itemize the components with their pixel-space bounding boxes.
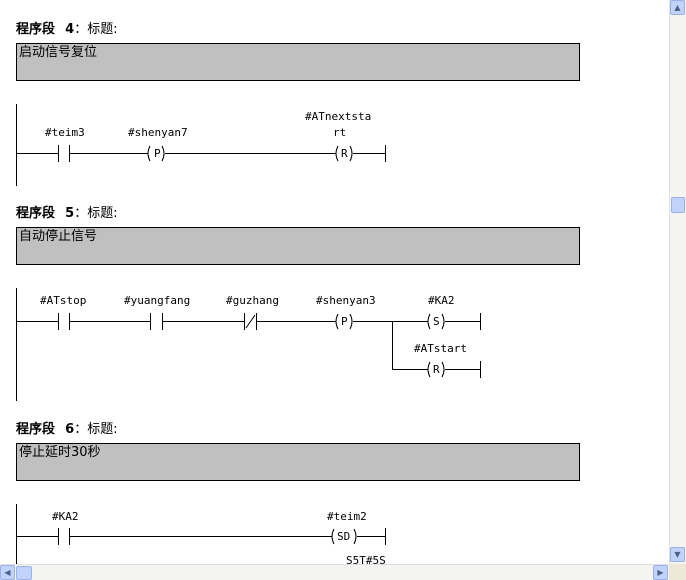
scroll-right-button[interactable]: ▶ (653, 565, 668, 580)
network-6-title[interactable]: 程序段 6：标题: (16, 422, 118, 437)
network-6-comment[interactable]: 停止延时30秒 (16, 443, 580, 481)
coil-p-left (147, 145, 151, 162)
coil-r-left (427, 361, 431, 378)
contact-guzhang-negation (245, 314, 256, 329)
horizontal-scrollbar[interactable]: ◀ ▶ (0, 564, 669, 580)
coil-shenyan3-label[interactable]: #shenyan3 (316, 294, 376, 307)
arrow-up-icon: ▲ (674, 3, 681, 12)
contact-yuangfang-label[interactable]: #yuangfang (124, 294, 190, 307)
contact-teim3-label[interactable]: #teim3 (45, 126, 85, 139)
coil-p-letter: P (154, 147, 161, 160)
contact-ka2-label[interactable]: #KA2 (52, 510, 79, 523)
coil-p-right (349, 313, 353, 330)
coil-ka2-label[interactable]: #KA2 (428, 294, 455, 307)
timer-preset-label[interactable]: S5T#5S (346, 554, 386, 564)
coil-sd-letter: SD (337, 530, 350, 543)
coil-sd-right (353, 528, 357, 545)
timer-teim2-label[interactable]: #teim2 (327, 510, 367, 523)
coil-p-letter: P (341, 315, 348, 328)
network-5-ladder[interactable]: #ATstop #yuangfang #guzhang P #shenyan3 … (0, 288, 669, 402)
coil-atnextstart-label-2: rt (333, 126, 346, 139)
coil-shenyan7-label[interactable]: #shenyan7 (128, 126, 188, 139)
coil-s-left (427, 313, 431, 330)
contact-atstop-label[interactable]: #ATstop (40, 294, 86, 307)
arrow-down-icon: ▼ (674, 550, 681, 559)
arrow-left-icon: ◀ (4, 568, 11, 577)
coil-r-right (441, 361, 445, 378)
scroll-left-button[interactable]: ◀ (0, 565, 15, 580)
coil-r-letter: R (341, 147, 348, 160)
coil-s-right (441, 313, 445, 330)
scrollbar-corner (669, 564, 686, 580)
network-4-comment[interactable]: 启动信号复位 (16, 43, 580, 81)
coil-p-right (161, 145, 165, 162)
coil-r-letter: R (433, 363, 440, 376)
network-6-ladder[interactable]: #KA2 SD #teim2 S5T#5S (0, 504, 669, 564)
coil-r-right (349, 145, 353, 162)
ladder-editor: 程序段 4：标题: 启动信号复位 #teim3 P #shenyan7 R #A… (0, 22, 669, 564)
coil-atnextstart-label-1[interactable]: #ATnextsta (305, 110, 371, 123)
horizontal-scroll-thumb[interactable] (16, 566, 32, 580)
coil-s-letter: S (433, 315, 440, 328)
coil-r-left (335, 145, 339, 162)
coil-atstart-label[interactable]: #ATstart (414, 342, 467, 355)
network-5-comment[interactable]: 自动停止信号 (16, 227, 580, 265)
network-5-title[interactable]: 程序段 5：标题: (16, 206, 118, 221)
scroll-down-button[interactable]: ▼ (670, 547, 685, 562)
coil-sd-left (331, 528, 335, 545)
vertical-scrollbar[interactable]: ▲ ▼ (669, 0, 686, 564)
network-4-title[interactable]: 程序段 4：标题: (16, 22, 118, 37)
vertical-scroll-thumb[interactable] (671, 197, 685, 213)
arrow-right-icon: ▶ (657, 568, 664, 577)
scroll-up-button[interactable]: ▲ (670, 0, 685, 15)
network-4-ladder[interactable]: #teim3 P #shenyan7 R #ATnextsta rt (0, 104, 669, 188)
coil-p-left (335, 313, 339, 330)
contact-guzhang-label[interactable]: #guzhang (226, 294, 279, 307)
